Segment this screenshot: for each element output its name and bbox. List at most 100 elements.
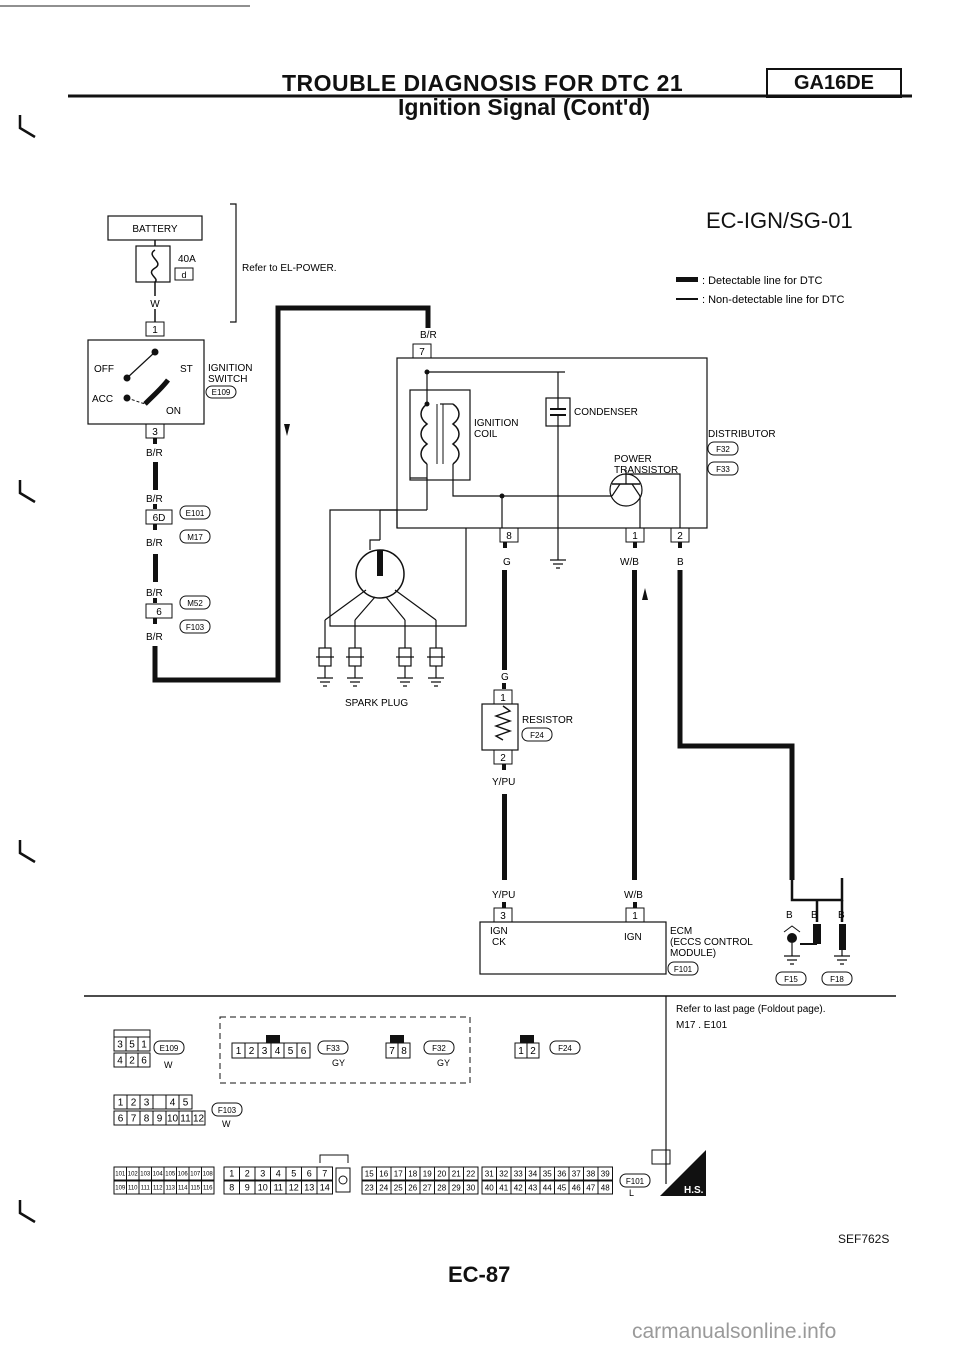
svg-text:W/B: W/B (620, 557, 639, 568)
resistor-circuit: G 1 RESISTOR F24 2 Y/PU Y/PU (481, 570, 573, 908)
resistor-label: RESISTOR (522, 715, 573, 726)
distributor-box (396, 357, 708, 529)
connector-pin-number: 7 (389, 1046, 395, 1057)
svg-text:(ECCS CONTROL: (ECCS CONTROL (670, 937, 753, 948)
coil-secondary-icon (451, 403, 460, 465)
legend-nondetectable-text: : Non-detectable line for DTC (702, 294, 845, 306)
svg-text:Y/PU: Y/PU (492, 777, 515, 788)
connector-pin-number: 3 (117, 1040, 123, 1051)
connector-pin-number: 22 (466, 1169, 475, 1178)
svg-text:F24: F24 (558, 1044, 572, 1053)
svg-text:B: B (811, 910, 818, 921)
connector-pin-number: 6 (307, 1169, 312, 1179)
conn-m52: M52 (187, 599, 203, 608)
conn-e101: E101 (186, 509, 205, 518)
connector-pin-number: 23 (365, 1183, 374, 1192)
connector-pin-number: 12 (193, 1114, 205, 1125)
svg-text:IGN: IGN (490, 926, 508, 937)
binding-marks (18, 115, 36, 1224)
current-arrow-icon (284, 424, 290, 436)
connector-pin-number: 113 (165, 1186, 175, 1192)
connector-pin-number: 38 (586, 1169, 595, 1178)
wire-color-w: W (150, 299, 160, 310)
svg-text:GY: GY (437, 1058, 450, 1068)
br-wire-left: B/R B/R 6D E101 M17 B/R B/R 6 M52 F103 B… (145, 305, 437, 683)
ground-icon (784, 955, 800, 965)
ecm-box (479, 921, 667, 975)
b-wire (677, 570, 795, 880)
svg-text:3: 3 (152, 427, 158, 438)
svg-text:GY: GY (332, 1058, 345, 1068)
connector-pin-number: 104 (153, 1172, 164, 1178)
ignition-switch: 1 OFF ST ACC ON IGNITION SWITCH E109 3 (87, 321, 252, 439)
connector-pin-number: 8 (401, 1046, 407, 1057)
switch-contact-icon (143, 378, 170, 406)
svg-text:B: B (786, 910, 793, 921)
connector-pin-number: 116 (203, 1186, 213, 1192)
connector-pin-number: 10 (258, 1183, 268, 1193)
figure-id: SEF762S (838, 1232, 890, 1246)
connector-pin-number: 114 (178, 1186, 188, 1192)
connector-pin-number: 34 (528, 1169, 537, 1178)
connector-pin-number: 2 (129, 1056, 135, 1067)
connector-pin (526, 1042, 540, 1059)
distributor-label: DISTRIBUTOR (708, 429, 776, 440)
connector-pin-number: 106 (178, 1172, 189, 1178)
connector-pin-number: 1 (518, 1046, 524, 1057)
connector-pin (137, 1052, 151, 1068)
connector-pin-number: 1 (236, 1046, 242, 1057)
connector-pin-number: 5 (288, 1046, 294, 1057)
ignition-switch-box (87, 339, 205, 425)
condenser-label: CONDENSER (574, 407, 638, 418)
battery-label: BATTERY (132, 224, 178, 235)
connector-pin-number: 30 (466, 1183, 475, 1192)
connector-pin-number: 29 (452, 1183, 461, 1192)
connector-pin-number: 19 (423, 1169, 432, 1178)
connector-pin (191, 1110, 206, 1126)
connector-pin-number: 1 (118, 1098, 124, 1109)
ignition-coil-label: IGNITION (474, 418, 518, 429)
connector-pin-number: 2 (530, 1046, 536, 1057)
connector-pin-number: 2 (249, 1046, 255, 1057)
svg-text:W/B: W/B (624, 890, 643, 901)
legend-nondetectable-swatch (676, 298, 698, 300)
ignition-switch-conn: E109 (212, 388, 231, 397)
svg-text:COIL: COIL (474, 429, 498, 440)
connector-pin-number: 3 (262, 1046, 268, 1057)
battery-block: BATTERY 40A d W Refer to EL-POWER. (107, 203, 336, 323)
conn-m17: M17 (187, 533, 203, 542)
connector-pin (201, 1166, 215, 1181)
legend-detectable-swatch (676, 277, 698, 282)
connector-pin-number: 21 (452, 1169, 461, 1178)
connector-pin-number: 28 (437, 1183, 446, 1192)
svg-text:2: 2 (500, 753, 506, 764)
connector-pin (463, 1180, 479, 1195)
svg-text:B/R: B/R (146, 448, 163, 459)
coil-primary-icon (420, 403, 429, 465)
ignition-switch-title: IGNITION (208, 363, 252, 374)
connector-pin-number: 32 (499, 1169, 508, 1178)
page-subtitle: Ignition Signal (Cont'd) (398, 94, 651, 120)
watermark: carmanualsonline.info (632, 1320, 837, 1343)
connector-pin-number: 3 (260, 1169, 265, 1179)
connector-pin-number: 6 (141, 1056, 147, 1067)
connector-pin-number: 4 (276, 1169, 281, 1179)
connector-pin-number: 27 (423, 1183, 432, 1192)
switch-st-label: ST (180, 364, 193, 375)
connector-pin-number: 37 (572, 1169, 581, 1178)
connector-pin (463, 1166, 479, 1181)
svg-text:F32: F32 (432, 1044, 446, 1053)
connector-pin-number: 8 (229, 1183, 234, 1193)
wb-wire: W/B (624, 570, 648, 908)
connector-pin-number: 2 (245, 1169, 250, 1179)
svg-text:MODULE): MODULE) (670, 948, 716, 959)
connector-pin-number: 12 (289, 1183, 299, 1193)
connector-pin-number: 35 (543, 1169, 552, 1178)
connector-pin-number: 1 (141, 1040, 147, 1051)
fuse-ref: d (181, 270, 186, 280)
